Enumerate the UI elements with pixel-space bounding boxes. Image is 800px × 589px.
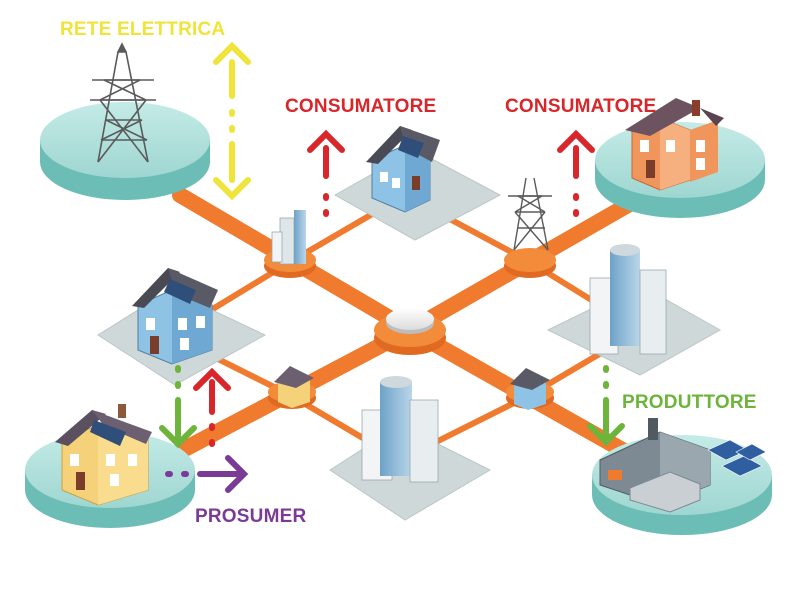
house-icon bbox=[510, 368, 550, 410]
office-tower-icon bbox=[271, 210, 306, 265]
prosumer-out-arrow bbox=[193, 367, 231, 447]
prosumer-in-arrow bbox=[159, 365, 197, 449]
hub-icon bbox=[374, 308, 446, 355]
label-grid: RETE ELETTRICA bbox=[60, 19, 225, 40]
office-tower-icon bbox=[589, 244, 667, 355]
grid-exchange-arrow bbox=[213, 41, 251, 201]
house-icon bbox=[366, 126, 440, 213]
house-icon bbox=[625, 98, 724, 191]
label-producer: PRODUTTORE bbox=[622, 392, 757, 413]
factory-icon bbox=[599, 418, 711, 513]
consumer-arrow-right bbox=[557, 129, 595, 217]
junction-ne bbox=[504, 248, 556, 278]
producer-arrow bbox=[587, 365, 625, 447]
label-consumer-right: CONSUMATORE bbox=[505, 96, 656, 117]
solar-panel-icon bbox=[707, 439, 767, 477]
office-tower-icon bbox=[361, 376, 439, 483]
label-prosumer: PROSUMER bbox=[195, 506, 306, 527]
prosumer-self-arrow bbox=[165, 455, 249, 493]
consumer-arrow-left bbox=[307, 129, 345, 217]
power-pylon-icon bbox=[90, 42, 156, 163]
house-icon bbox=[55, 404, 152, 506]
platform-grid bbox=[40, 102, 210, 200]
label-consumer-left: CONSUMATORE bbox=[285, 96, 436, 117]
house-icon bbox=[274, 366, 314, 408]
house-icon bbox=[132, 268, 218, 365]
power-pylon-icon bbox=[508, 177, 552, 251]
